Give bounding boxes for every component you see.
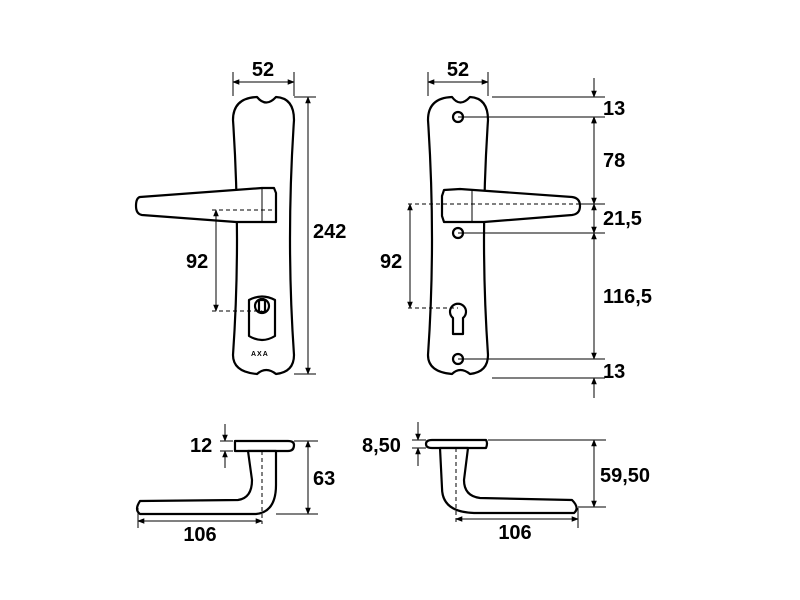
front-width-label: 52	[252, 59, 274, 81]
handle-left-height-label: 63	[313, 468, 335, 490]
side-bottom-hole-label: 13	[603, 361, 625, 383]
side-keyhole	[448, 302, 468, 336]
handle-right-length-label: 106	[498, 522, 531, 544]
handle-right-height-label: 59,50	[600, 465, 650, 487]
side-lower-segment-label: 116,5	[603, 286, 652, 308]
handle-left-rose	[233, 439, 296, 453]
front-spacing-label: 92	[186, 251, 208, 273]
handle-left-length-label: 106	[183, 524, 216, 546]
handle-right-rose-label: 8,50	[362, 435, 401, 457]
side-view: 52 13 78 21,5 116,5 13 92	[380, 59, 652, 398]
front-lock-slot	[257, 298, 267, 314]
brand-logo: AXA	[251, 351, 269, 358]
side-spacing-label: 92	[380, 251, 402, 273]
side-lever	[440, 187, 582, 224]
side-width-label: 52	[447, 59, 469, 81]
handle-right-lever	[438, 446, 578, 515]
handle-left-lever	[135, 449, 278, 516]
front-height-label: 242	[313, 221, 346, 243]
handle-right: 8,50 59,50 106	[362, 422, 650, 544]
front-view: AXA 52 242 92	[134, 59, 346, 376]
side-middle-segment-label: 21,5	[603, 208, 642, 230]
front-lever	[134, 186, 278, 224]
side-upper-segment-label: 78	[603, 150, 625, 172]
handle-left: 12 63 106	[135, 424, 335, 546]
handle-left-rose-label: 12	[190, 435, 212, 457]
handle-right-rose	[424, 438, 489, 450]
side-top-hole-label: 13	[603, 98, 625, 120]
